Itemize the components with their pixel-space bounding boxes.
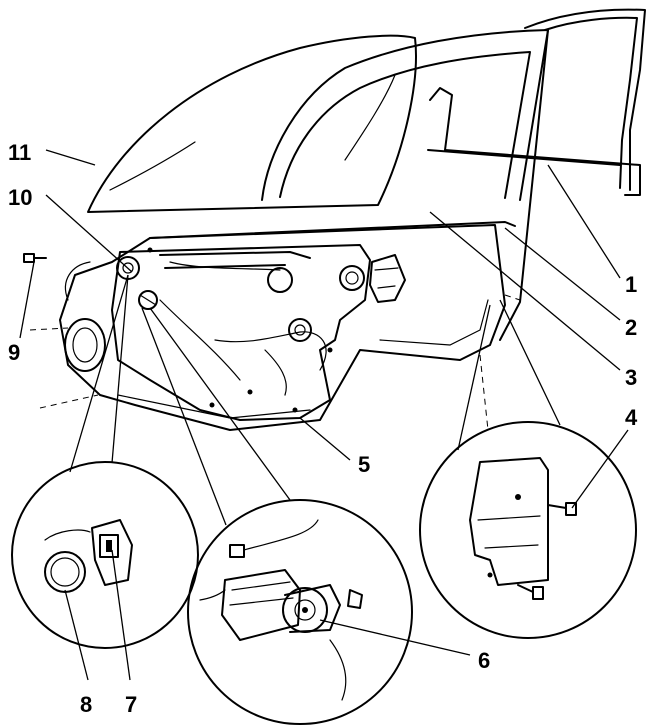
callout-11: 11 <box>8 140 31 165</box>
callout-3: 3 <box>625 365 637 390</box>
callout-8: 8 <box>80 692 92 717</box>
detail-circle-bolts <box>419 421 637 639</box>
detail-circle-motor <box>187 499 413 725</box>
callout-6: 6 <box>478 648 490 673</box>
door-lock <box>369 254 406 303</box>
callout-10: 10 <box>8 185 32 210</box>
door-speaker <box>64 261 106 372</box>
sealing-plug <box>138 290 158 310</box>
callout-4: 4 <box>625 405 638 430</box>
detail-circle-plug <box>11 461 199 649</box>
window-guide-channel <box>427 8 646 196</box>
callout-7: 7 <box>125 692 137 717</box>
callout-1: 1 <box>625 272 637 297</box>
callout-leaders <box>19 149 629 681</box>
door-frame <box>29 29 549 431</box>
detail-leaders <box>69 274 561 526</box>
window-regulator-assembly <box>111 244 371 421</box>
bolt-9 <box>23 253 47 263</box>
callout-2: 2 <box>625 315 637 340</box>
callout-5: 5 <box>358 452 370 477</box>
callout-9: 9 <box>8 340 20 365</box>
callout-labels: 1 2 3 4 5 6 7 8 9 10 11 <box>8 140 638 717</box>
window-glass <box>87 34 417 213</box>
